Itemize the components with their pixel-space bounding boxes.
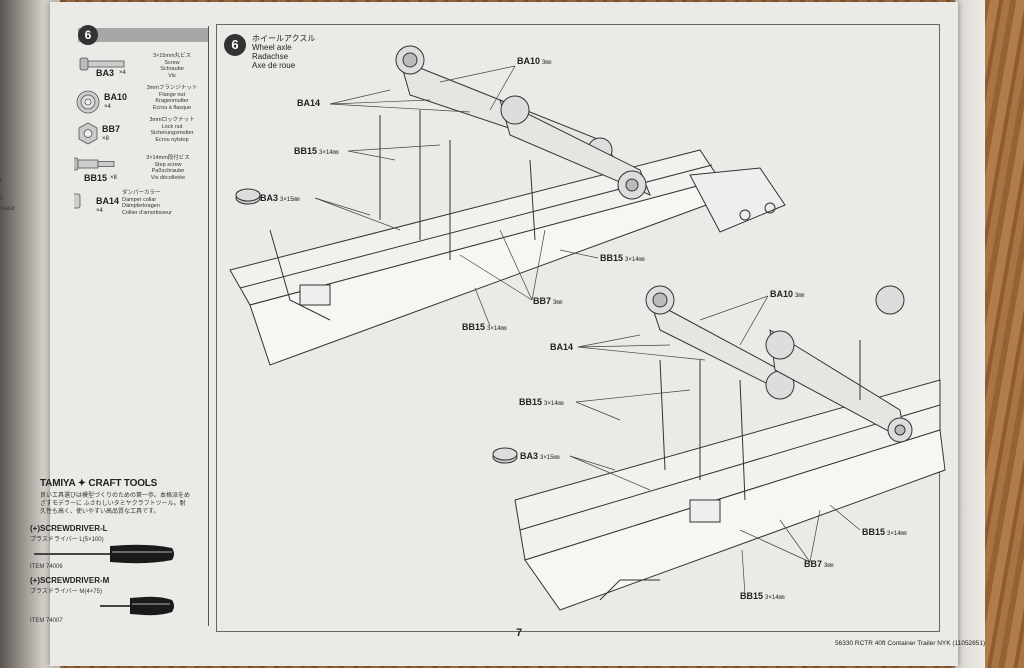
step-title: ホイールアクスル Wheel axle Radachse Axe de roue [252,34,315,70]
part-code: BA3 [96,68,115,78]
part-name-jp: 3×14mm段付ビス [146,155,190,161]
step-screw-icon [74,157,115,171]
part-name-fr: Vis [168,72,176,79]
lower-chassis-rail [514,379,946,611]
lower-axle-front [765,285,913,443]
prev-page-fragment: t [0,178,2,184]
tool-item-number: ITEM 74007 [30,618,63,624]
page-number: 7 [516,627,523,639]
part-bb15: BB15 ×8 3×14mm段付ビス Step screw Paßschraub… [74,155,214,189]
tool-subtitle: プラスドライバー M(4×75) [30,589,102,595]
part-qty: ×4 [119,70,126,76]
part-name-fr: Collier d'amortisseur [122,209,172,216]
prev-page-fragment: s [0,196,3,202]
ba3-callout-part-icon [235,188,261,205]
part-code: BA14 [96,196,120,206]
part-name-en: Damper collar [122,196,157,203]
assembly-frame [216,24,940,632]
tool-subtitle: プラスドライバー L(5×100) [30,537,104,543]
part-qty: ×4 [104,104,111,110]
ba3-callout-part-icon [492,447,518,464]
part-name-jp: 3×15mm丸ビス [152,53,192,59]
part-name-en: Step screw [154,161,182,168]
part-name-de: Sicherungsmutter [150,130,194,136]
kit-reference: 56330 RCTR 40ft Container Trailer NYK (1… [835,640,986,647]
craft-tools-intro: 良い工具選びは模型づくりのための第一歩。本格派をめざすモデラーに ふさわしいタミ… [40,493,191,515]
part-name-en: Lock nut [161,123,183,130]
part-name-fr: Ecrou à flasque [152,104,192,111]
craft-tools-brand: TAMIYA ✦ CRAFT TOOLS [40,478,158,489]
screwdriver-m-icon [100,596,174,616]
part-qty: ×8 [110,175,117,181]
part-code: BA10 [104,92,128,102]
step-number: 6 [224,34,246,56]
part-name-en: Screw [164,59,180,66]
flange-nut-icon [76,90,100,114]
tool-name: (+)SCREWDRIVER-L [30,524,108,533]
part-name-en: Flange nut [159,91,185,98]
craft-tools-box: TAMIYA ✦ CRAFT TOOLS 良い工具選びは模型づくりのための第一歩… [30,478,190,628]
step-title-en: Wheel axle [252,43,292,52]
tool-name: (+)SCREWDRIVER-M [30,576,110,585]
part-name-jp: ダンパーカラー [122,190,161,196]
callout-ba14-upper: BA14 [297,98,321,108]
part-code: BB15 [84,173,108,183]
next-page-edge [955,0,985,668]
parts-step-number: 6 [78,25,98,45]
step-title-de: Radachse [252,52,289,61]
upper-axle-front [499,95,651,200]
part-name-jp: 3mmロックナット [149,117,195,123]
part-name-de: Paßschraube [151,168,185,174]
callout-leader-lines [314,65,861,596]
parts-list-header-bar [78,28,208,42]
part-ba10: BA10 ×4 3mmフランジナット Flange nut Kragenmutt… [74,85,214,122]
parts-list-panel [78,26,209,626]
step-title-fr: Axe de roue [252,61,296,70]
part-name-fr: Vis décolletée [150,174,186,181]
part-ba14: BA14 ×4 ダンパーカラー Damper collar Dämpferkra… [74,190,214,224]
part-name-jp: 3mmフランジナット [146,85,198,91]
lock-nut-icon [78,122,98,145]
part-name-de: Kragenmutter [155,98,189,104]
part-code: BB7 [102,124,121,134]
lower-axle-rear [645,285,795,400]
part-name-de: Dämpferkragen [122,203,160,209]
callout-ba14-lower: BA14 [550,342,574,352]
prev-page-fragment: sseur [0,206,15,212]
part-bb7: BB7 ×8 3mmロックナット Lock nut Sicherungsmutt… [74,117,214,154]
part-ba3: BA3 ×4 3×15mm丸ビス Screw Schraube Vis [74,50,214,84]
tool-item-number: ITEM 74006 [30,564,63,570]
part-name-de: Schraube [160,66,184,72]
screwdriver-l-icon [34,544,174,564]
part-name-fr: Ecrou nylstop [155,136,189,143]
part-qty: ×4 [96,208,103,214]
damper-collar-icon [74,193,81,209]
upper-chassis-rail [229,149,721,366]
upper-bracket [689,167,786,233]
screw-icon [79,57,125,71]
part-qty: ×8 [102,136,109,142]
step-title-jp: ホイールアクスル [252,34,316,43]
